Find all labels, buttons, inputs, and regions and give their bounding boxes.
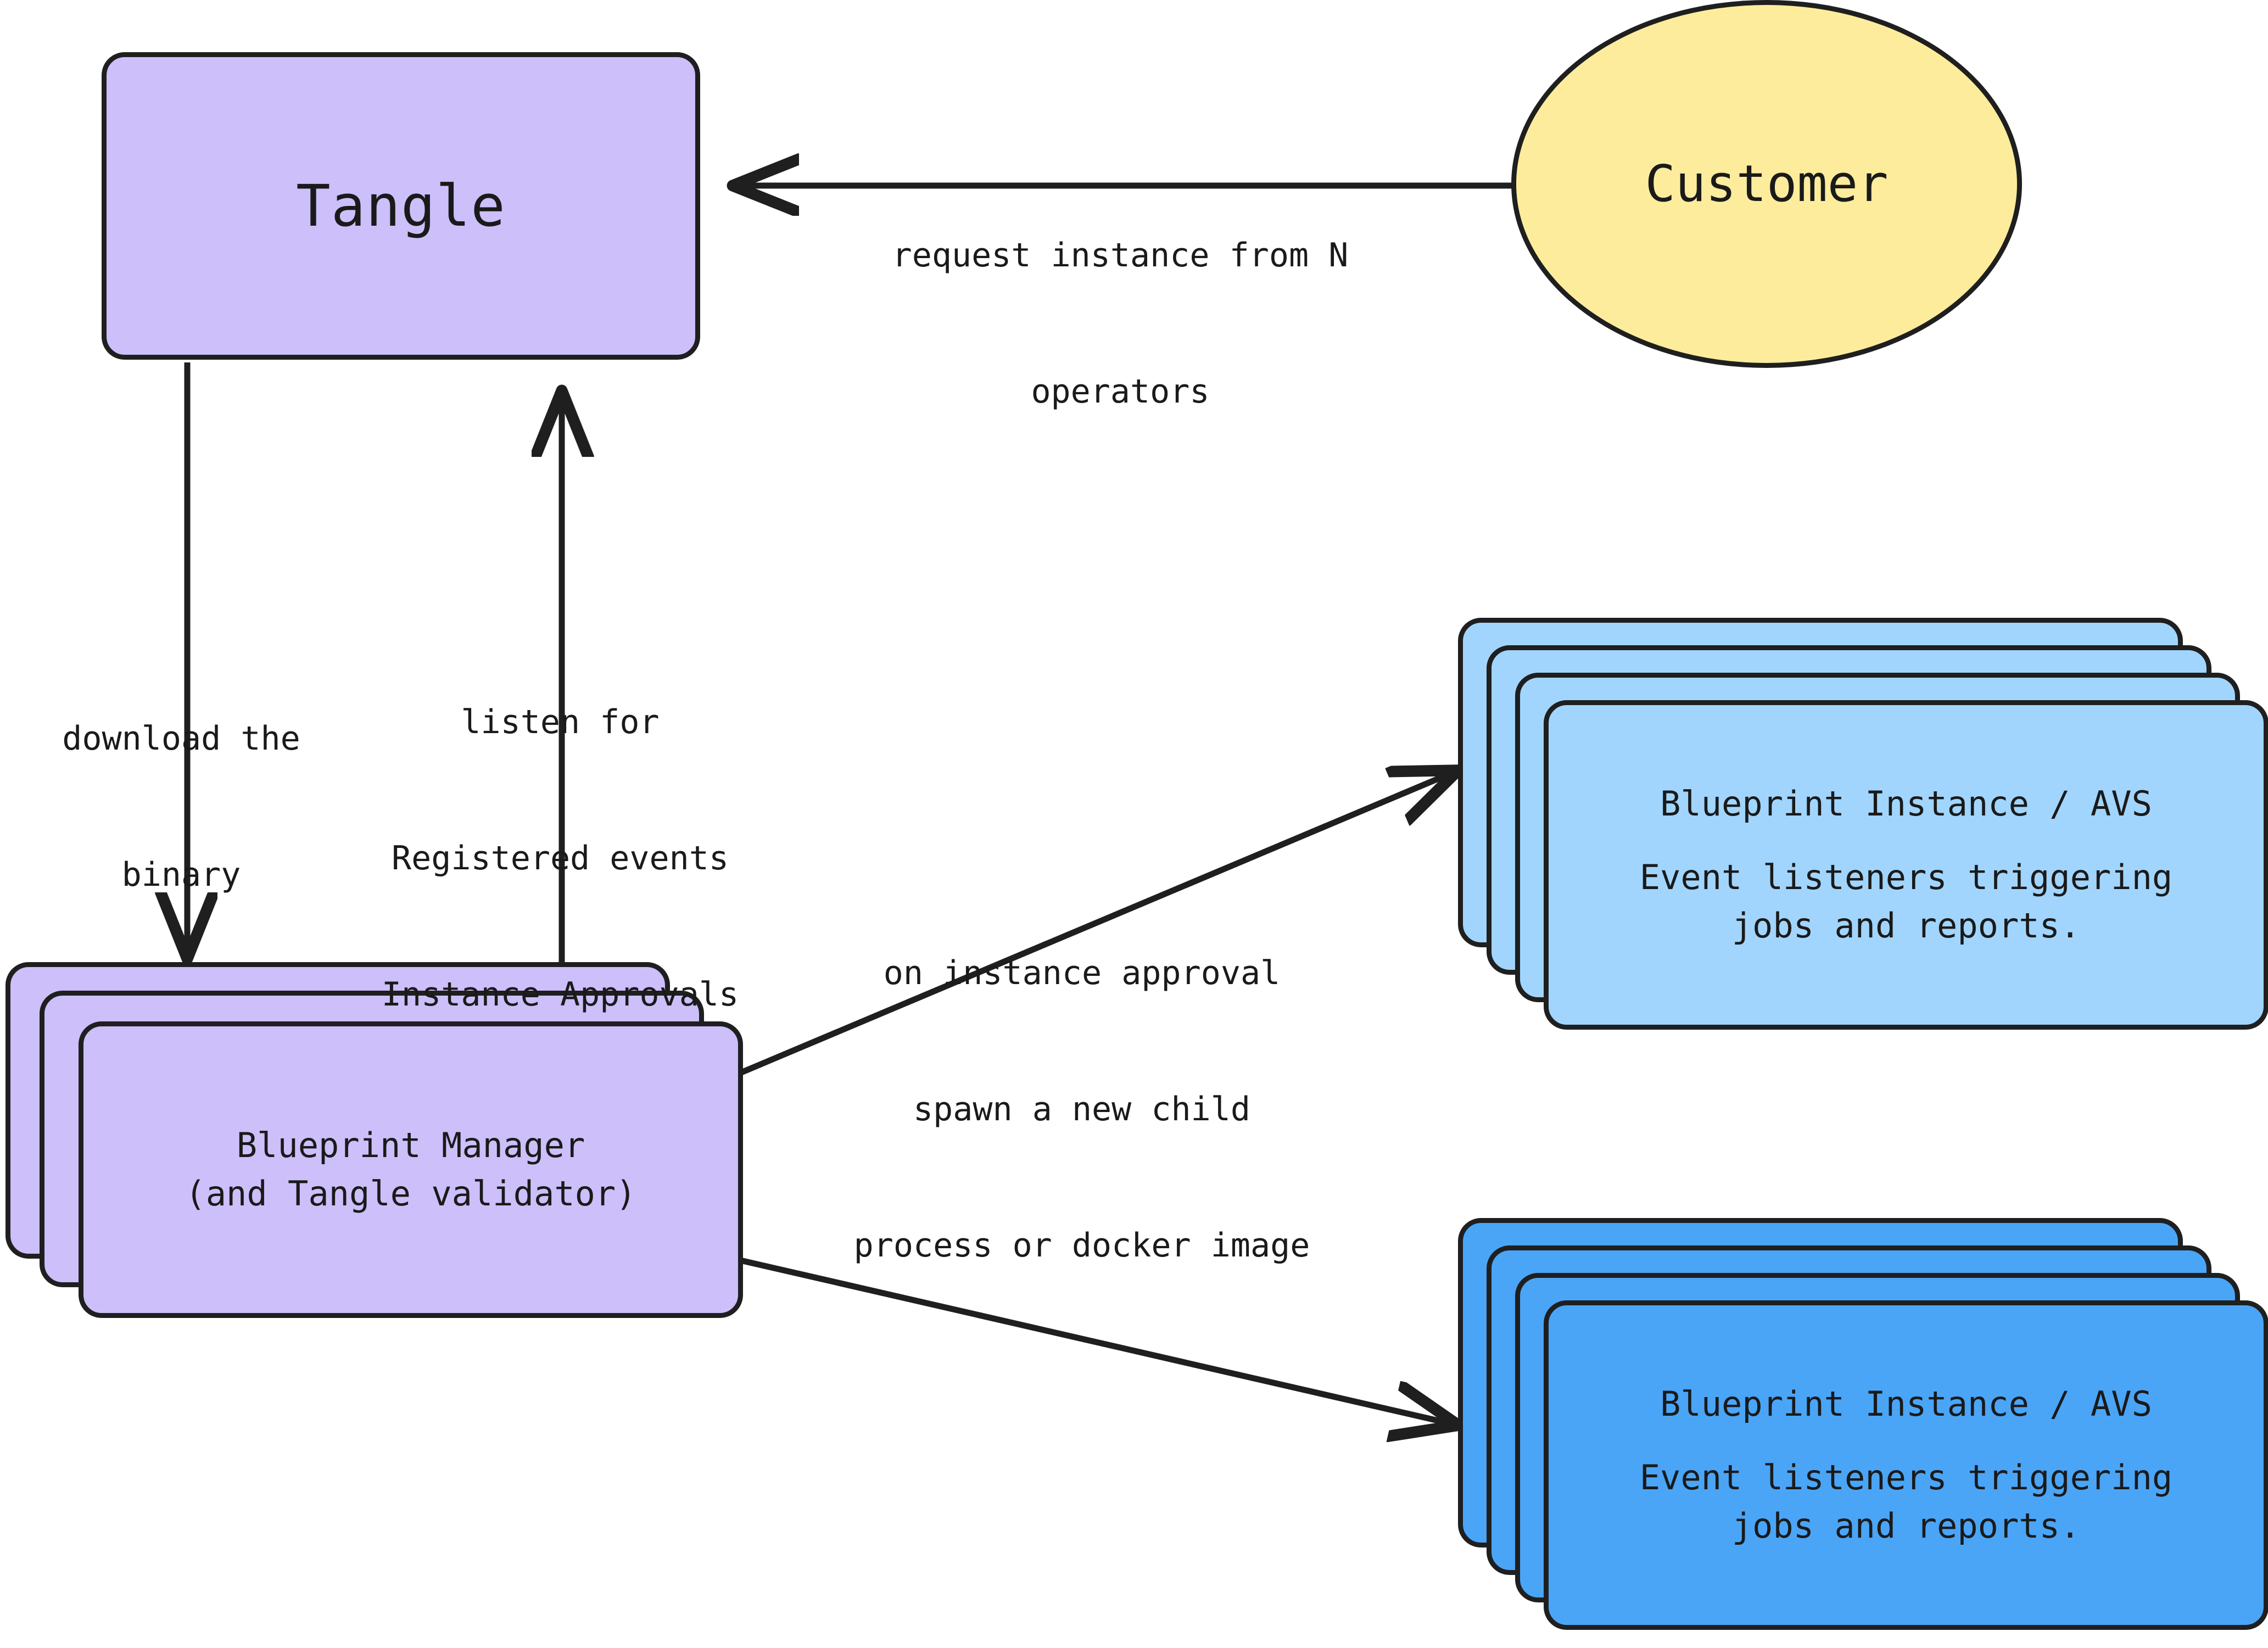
blueprint-instance-dark-line-3: jobs and reports. — [1731, 1506, 2081, 1546]
blueprint-instance-light-line-3: jobs and reports. — [1731, 906, 2081, 946]
edge-label-spawn-line-3: process or docker image — [853, 1226, 1310, 1265]
blueprint-instance-light-line-2: Event listeners triggering — [1639, 857, 2173, 897]
node-blueprint-manager[interactable]: Blueprint Manager (and Tangle validator) — [5, 962, 752, 1336]
edge-label-request-line-2: operators — [1031, 372, 1210, 411]
stack-card-front[interactable]: Blueprint Manager (and Tangle validator) — [79, 1021, 743, 1318]
edge-label-listen-for-events: listen for Registered events Instance Ap… — [351, 608, 769, 1109]
blueprint-manager-line-2: (and Tangle validator) — [185, 1174, 636, 1214]
blueprint-instance-light-line-1: Blueprint Instance / AVS — [1660, 783, 2152, 824]
node-tangle[interactable]: Tangle — [102, 52, 700, 360]
edge-label-listen-line-1: listen for — [461, 702, 660, 741]
edge-label-listen-line-3: Instance Approvals — [381, 975, 739, 1014]
edge-label-request-line-1: request instance from N — [892, 236, 1349, 275]
blueprint-instance-dark-line-1: Blueprint Instance / AVS — [1660, 1383, 2152, 1424]
blueprint-manager-line-1: Blueprint Manager — [236, 1125, 585, 1165]
blueprint-instance-dark-line-2: Event listeners triggering — [1639, 1457, 2173, 1498]
edge-label-listen-line-2: Registered events — [391, 839, 729, 878]
node-blueprint-instance-light[interactable]: Blueprint Instance / AVS Event listeners… — [1458, 618, 2268, 1035]
stack-card-front[interactable]: Blueprint Instance / AVS Event listeners… — [1544, 700, 2268, 1030]
stack-card-front[interactable]: Blueprint Instance / AVS Event listeners… — [1544, 1300, 2268, 1630]
node-customer[interactable]: Customer — [1511, 0, 2022, 368]
edge-label-spawn-line-2: spawn a new child — [913, 1090, 1251, 1129]
node-blueprint-instance-dark[interactable]: Blueprint Instance / AVS Event listeners… — [1458, 1218, 2268, 1635]
node-customer-label: Customer — [1645, 154, 1889, 214]
node-tangle-label: Tangle — [296, 172, 506, 239]
edge-label-on-instance-approval: on instance approval spawn a new child p… — [807, 859, 1356, 1360]
edge-label-download-binary: download the binary — [33, 625, 329, 988]
edge-label-request-instance: request instance from N operators — [846, 142, 1395, 505]
edge-label-download-line-2: binary — [121, 855, 241, 894]
edge-label-spawn-line-1: on instance approval — [883, 953, 1281, 992]
edge-label-download-line-1: download the — [62, 719, 300, 758]
